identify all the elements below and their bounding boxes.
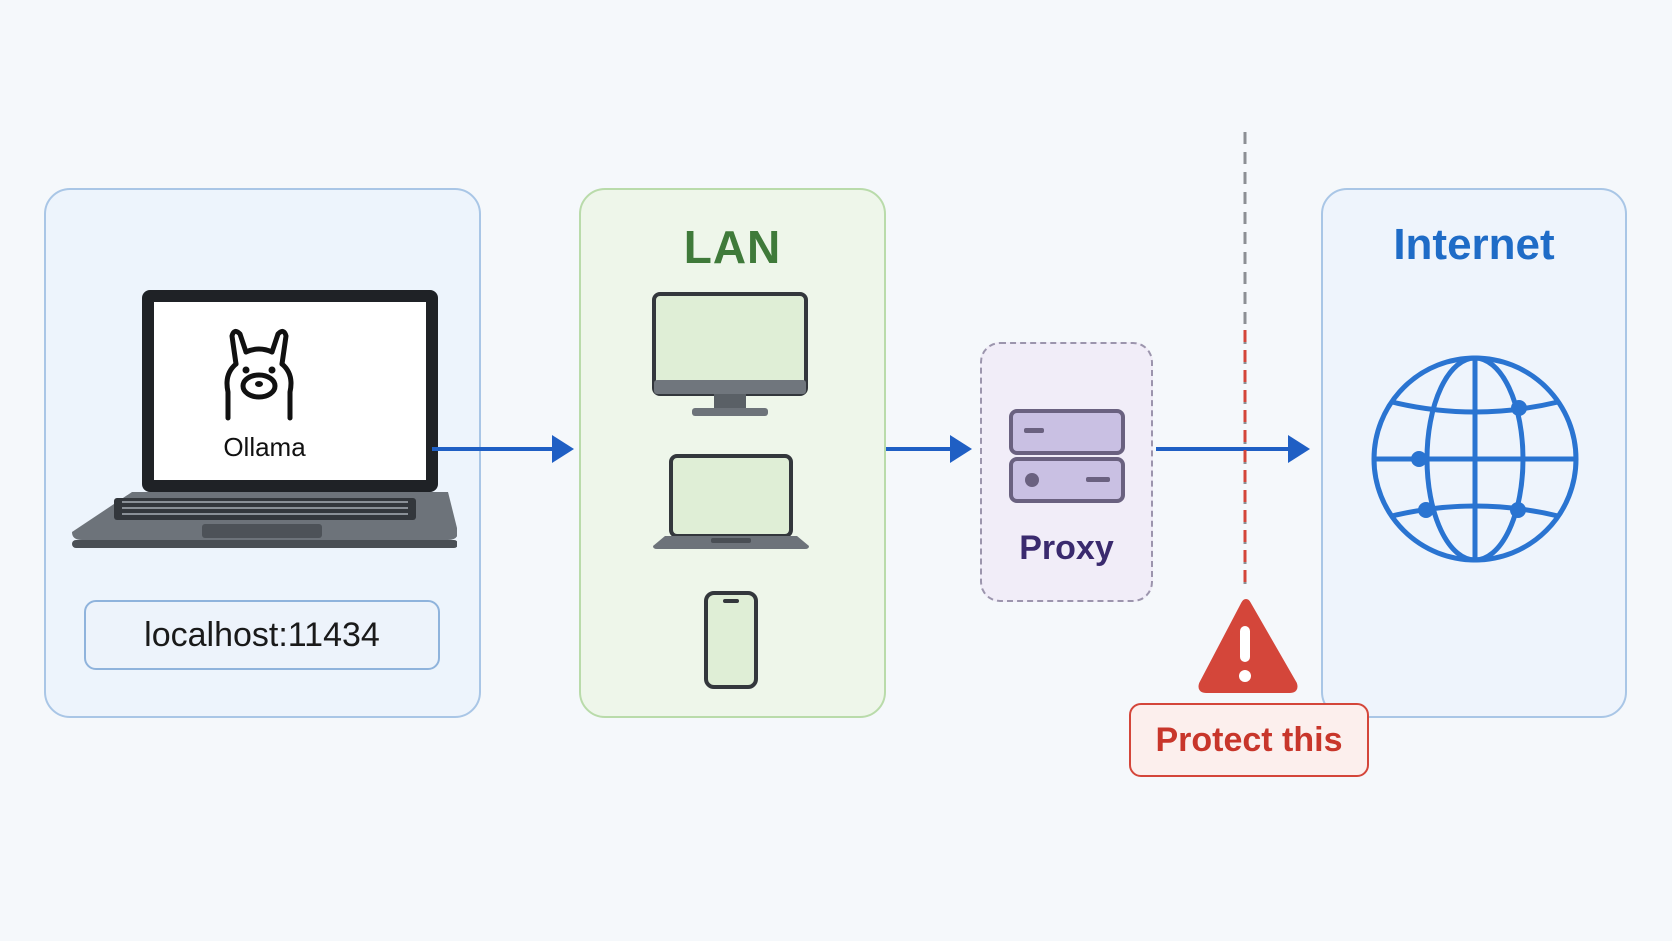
llama-icon — [224, 328, 294, 421]
internet-panel: Internet — [1321, 188, 1627, 718]
app-label: Ollama — [223, 432, 306, 462]
server-icon — [1009, 409, 1125, 503]
desktop-monitor-icon — [652, 292, 808, 416]
local-machine-panel: Ollama localhost:11434 — [44, 188, 481, 718]
globe-icon — [1371, 355, 1579, 563]
protect-this-badge: Protect this — [1129, 703, 1369, 777]
arrow-proxy-to-internet — [1156, 435, 1310, 463]
arrow-local-to-lan — [432, 435, 574, 463]
lan-laptop-icon — [653, 454, 809, 549]
smartphone-icon — [704, 591, 758, 689]
lan-title: LAN — [683, 221, 782, 273]
proxy-label: Proxy — [1019, 529, 1114, 567]
proxy-panel: Proxy — [980, 342, 1153, 602]
arrow-lan-to-proxy — [886, 435, 972, 463]
lan-panel: LAN — [579, 188, 886, 718]
warning-triangle-icon — [1198, 599, 1298, 693]
internet-title: Internet — [1393, 220, 1555, 269]
address-box: localhost:11434 — [84, 600, 440, 670]
